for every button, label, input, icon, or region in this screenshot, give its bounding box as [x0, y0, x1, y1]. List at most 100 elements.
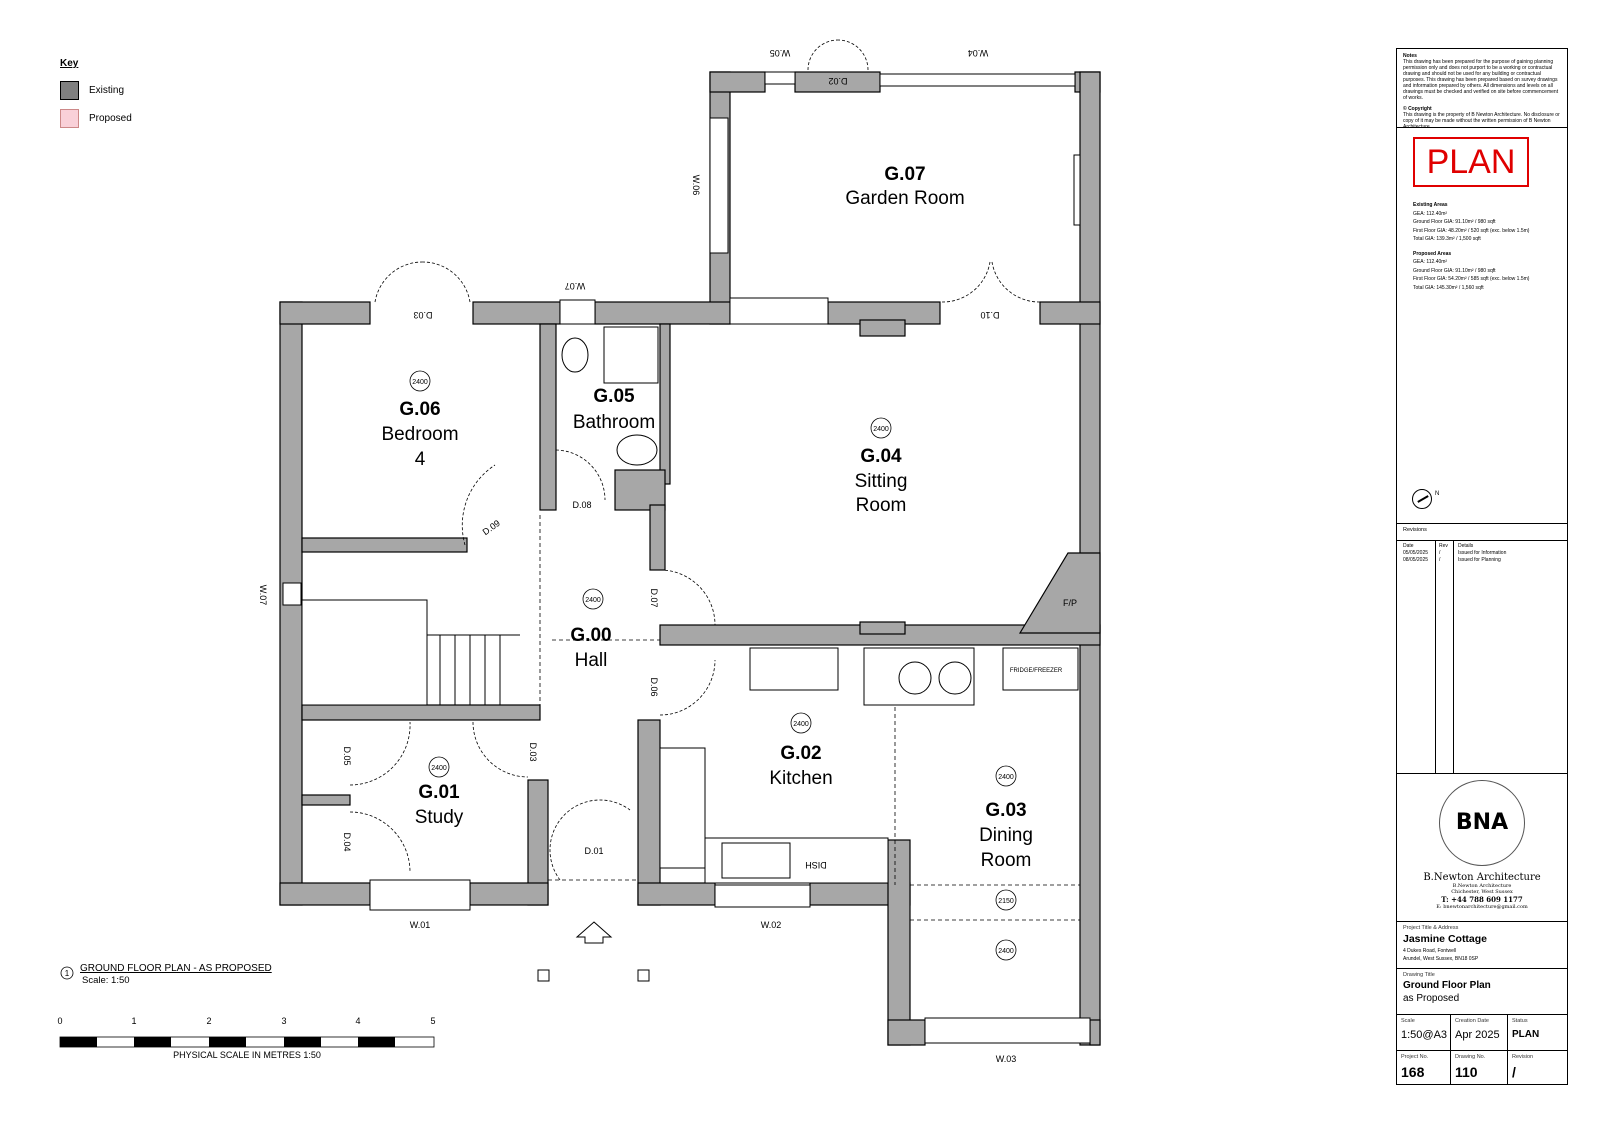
rev-number: / [1439, 550, 1441, 556]
area-line: Total GIA: 139.3m² / 1,500 sqft [1413, 236, 1481, 242]
area-line: GEA: 112.40m² [1413, 259, 1448, 265]
areas: Existing Areas GEA: 112.40m² Ground Floo… [1413, 201, 1529, 292]
copyright-title: © Copyright [1403, 106, 1432, 112]
room-name: Hall [575, 650, 608, 671]
room-name: Study [415, 807, 464, 828]
room-name: Room [981, 850, 1032, 871]
drawing-title: Ground Floor Plan [1403, 980, 1491, 991]
firm-block: BNA B.Newton Architecture B.Newton Archi… [1397, 773, 1567, 921]
scale-tick: 1 [131, 1016, 136, 1026]
drawing-title-text: GROUND FLOOR PLAN - AS PROPOSED [80, 963, 272, 974]
date-label: Creation Date [1455, 1018, 1489, 1024]
existing-swatch [60, 81, 79, 100]
height-tag: 2400 [873, 426, 889, 433]
height-tag: 2400 [585, 597, 601, 604]
fridge-tag: FRIDGE/FREEZER [1010, 668, 1063, 674]
address-line: Arundel, West Sussex, BN18 0SP [1403, 956, 1479, 962]
status-value: PLAN [1512, 1029, 1540, 1040]
rev-details: Issued for Information [1458, 550, 1507, 556]
door-tag: D.06 [649, 677, 659, 696]
notes-title: Notes [1403, 53, 1417, 59]
door-tag: D.03 [528, 742, 538, 761]
window-tag: W.07 [565, 281, 586, 291]
room-name: Dining [979, 825, 1033, 846]
key-existing: Existing [60, 81, 132, 100]
door-tag: D.10 [980, 310, 999, 320]
entrance-arrow-icon [537, 921, 650, 982]
firm-email: E: bnewtonarchitecture@gmail.com [1436, 904, 1528, 910]
drawing-title: 1 GROUND FLOOR PLAN - AS PROPOSED Scale:… [60, 963, 272, 986]
project-no-value: 168 [1401, 1064, 1425, 1080]
scale-tick: 2 [206, 1016, 211, 1026]
area-line: GEA: 112.40m² [1413, 210, 1448, 217]
fireplace-tag: F/P [1063, 598, 1077, 608]
height-tag: 2400 [412, 379, 428, 386]
room-labels: G.07 Garden Room 2400 G.06 Bedroom 4 G.0… [381, 164, 1033, 961]
height-tag: 2400 [793, 721, 809, 728]
room-name: 4 [415, 449, 426, 470]
revision-value: / [1512, 1064, 1516, 1080]
area-line: Total GIA: 145.30m² / 1,560 sqft [1413, 284, 1484, 291]
date-value: Apr 2025 [1455, 1029, 1500, 1041]
key-proposed: Proposed [60, 109, 132, 128]
door-tag: D.01 [584, 846, 603, 856]
notes: Notes This drawing has been prepared for… [1403, 53, 1563, 130]
bna-logo: BNA [1439, 780, 1525, 866]
room-name: Garden Room [845, 188, 964, 209]
revisions-title: Revisions [1397, 524, 1567, 541]
room-code: G.04 [860, 446, 902, 467]
window-tag: W.01 [410, 920, 431, 930]
firm-name: B.Newton Architecture [1423, 872, 1541, 883]
firm-line: B.Newton Architecture [1452, 883, 1512, 889]
door-tag: D.05 [342, 746, 352, 765]
rev-header: Rev [1439, 543, 1448, 549]
door-tag: D.02 [828, 76, 847, 86]
room-name: Bathroom [573, 412, 655, 433]
key: Key Existing Proposed [60, 58, 132, 128]
title-block: Notes This drawing has been prepared for… [1396, 48, 1568, 1085]
element-tags: W.01 W.02 W.03 W.04 W.05 W.06 W.07 W.07 … [258, 48, 1077, 1064]
room-name: Sitting [855, 471, 908, 492]
notes-text: This drawing has been prepared for the p… [1403, 59, 1559, 101]
proposed-swatch [60, 109, 79, 128]
scale-bar: 0 1 2 3 4 5 PHYSICAL SCALE IN METRES 1:5… [57, 1016, 435, 1060]
height-tag: 2150 [998, 898, 1014, 905]
project-block: Project Title & Address Jasmine Cottage … [1397, 921, 1567, 968]
drawing-subtitle: as Proposed [1403, 993, 1460, 1004]
room-name: Kitchen [769, 768, 832, 789]
rev-date: 05/05/2025 [1403, 550, 1429, 556]
number-row: Project No. 168 Drawing No. 110 Revision / [1397, 1050, 1567, 1085]
area-line: First Floor GIA: 54.20m² / 585 sqft (exc… [1413, 276, 1530, 282]
drawing-no-value: 110 [1455, 1064, 1478, 1080]
scale-tick: 0 [57, 1016, 62, 1026]
revision-label: Revision [1512, 1054, 1534, 1060]
drawing-no-label: Drawing No. [1455, 1054, 1486, 1060]
room-code: G.02 [780, 743, 821, 764]
key-label: Existing [89, 85, 125, 96]
room-code: G.03 [985, 800, 1026, 821]
plan-stamp: PLAN [1413, 137, 1529, 187]
drawing-title-block: Drawing Title Ground Floor Plan as Propo… [1397, 968, 1567, 1014]
drawing-number: 1 [65, 969, 70, 978]
drawing-scale: Scale: 1:50 [82, 975, 130, 986]
rev-row-header: Date [1403, 543, 1414, 549]
room-name: Bedroom [381, 424, 458, 445]
fixtures [301, 326, 1079, 884]
height-tag: 2400 [998, 774, 1014, 781]
scale-value: 1:50@A3 [1401, 1029, 1448, 1041]
window-tag: W.07 [258, 585, 268, 606]
window-tag: W.02 [761, 920, 782, 930]
scale-tick: 4 [355, 1016, 360, 1026]
room-code: G.05 [593, 386, 635, 407]
window-tag: W.06 [691, 175, 701, 196]
scale-label: Scale [1401, 1018, 1415, 1024]
firm-line: Chichester, West Sussex [1451, 889, 1513, 895]
scale-bar-title: PHYSICAL SCALE IN METRES 1:50 [173, 1050, 321, 1060]
project-no-label: Project No. [1401, 1054, 1429, 1060]
rev-date: 08/05/2025 [1403, 557, 1429, 563]
window-tag: W.05 [770, 48, 791, 58]
window-tag: W.03 [996, 1054, 1017, 1064]
scale-tick: 3 [281, 1016, 286, 1026]
existing-areas-title: Existing Areas [1413, 202, 1448, 208]
